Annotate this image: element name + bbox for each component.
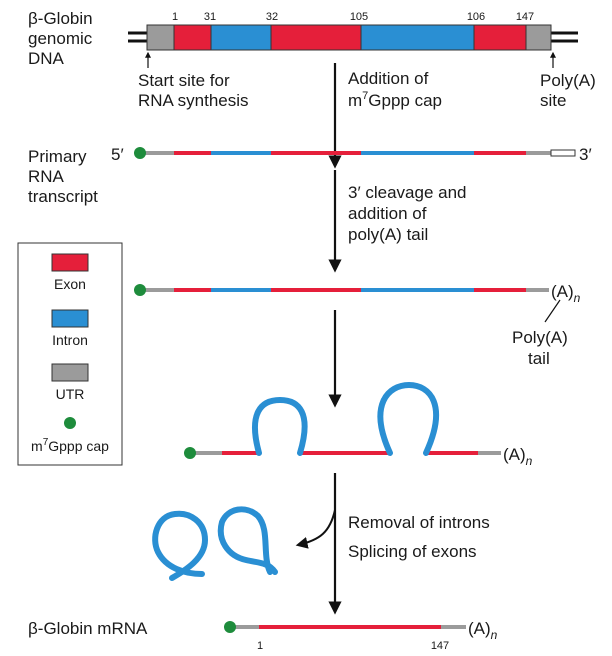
svg-text:1: 1 [172, 11, 178, 23]
svg-text:m7Gppp cap: m7Gppp cap [31, 437, 109, 454]
primary-transcript-label: Primary RNA transcript [28, 147, 98, 206]
dna-intron-2 [360, 24, 475, 51]
svg-text:site: site [540, 91, 566, 110]
svg-text:m7Gppp cap: m7Gppp cap [348, 90, 442, 110]
svg-text:Intron: Intron [52, 332, 88, 348]
legend: Exon Intron UTR m7Gppp cap [17, 242, 123, 466]
svg-text:31: 31 [204, 11, 216, 23]
svg-text:Start site for: Start site for [138, 71, 230, 90]
svg-text:genomic: genomic [28, 29, 93, 48]
svg-text:β-Globin: β-Globin [28, 9, 93, 28]
svg-text:(A)n: (A)n [551, 282, 581, 305]
cap-step-label: Addition of m7Gppp cap [348, 69, 442, 110]
primary-transcript: 5′ 3′ [111, 145, 592, 164]
svg-text:147: 147 [431, 640, 449, 652]
legend-exon-swatch [51, 253, 89, 272]
legend-utr-swatch [51, 363, 89, 382]
svg-text:(A)n: (A)n [503, 445, 533, 468]
svg-text:5′: 5′ [111, 145, 124, 164]
genomic-dna-label: β-Globin genomic DNA [28, 9, 93, 68]
splicing-step-label: Removal of introns Splicing of exons [348, 513, 490, 561]
svg-text:3′: 3′ [579, 145, 592, 164]
svg-text:UTR: UTR [56, 386, 85, 402]
svg-text:poly(A) tail: poly(A) tail [348, 225, 428, 244]
svg-text:DNA: DNA [28, 49, 65, 68]
dna-exon-3 [473, 24, 527, 51]
svg-text:tail: tail [528, 349, 550, 368]
polya-tail-label: Poly(A) tail [512, 299, 568, 368]
svg-text:Primary: Primary [28, 147, 87, 166]
svg-text:Splicing of exons: Splicing of exons [348, 542, 477, 561]
legend-cap-dot [64, 417, 76, 429]
svg-text:Exon: Exon [54, 276, 86, 292]
splicing-intermediate: (A)n [184, 381, 533, 468]
svg-text:147: 147 [516, 11, 534, 23]
svg-text:3′ cleavage and: 3′ cleavage and [348, 183, 467, 202]
dna-exon-1 [173, 24, 212, 51]
cleavage-step-label: 3′ cleavage and addition of poly(A) tail [348, 183, 467, 244]
mature-mrna: (A)n 1 147 [224, 619, 498, 652]
cap-dot [134, 147, 146, 159]
svg-text:1: 1 [257, 640, 263, 652]
arrow-intron-removal [295, 509, 336, 549]
polya-site-marker: Poly(A) site [540, 51, 596, 110]
intron-loop-2 [377, 381, 439, 456]
svg-text:106: 106 [467, 11, 485, 23]
svg-text:transcript: transcript [28, 187, 98, 206]
svg-text:Poly(A): Poly(A) [512, 328, 568, 347]
svg-text:Addition of: Addition of [348, 69, 429, 88]
svg-text:Removal of introns: Removal of introns [348, 513, 490, 532]
svg-text:Poly(A): Poly(A) [540, 71, 596, 90]
removed-introns [152, 506, 278, 581]
svg-text:addition of: addition of [348, 204, 427, 223]
svg-text:(A)n: (A)n [468, 619, 498, 642]
polyadenylated-transcript: (A)n [134, 282, 581, 305]
svg-text:105: 105 [350, 11, 368, 23]
svg-text:RNA: RNA [28, 167, 65, 186]
start-site-marker: Start site for RNA synthesis [138, 51, 249, 110]
dna-exon-2 [270, 24, 362, 51]
genomic-dna [128, 24, 578, 51]
dna-utr-5 [146, 24, 175, 51]
svg-text:RNA synthesis: RNA synthesis [138, 91, 249, 110]
dna-intron-1 [210, 24, 272, 51]
intron-loop-1 [252, 396, 308, 456]
legend-intron-swatch [51, 309, 89, 328]
svg-text:32: 32 [266, 11, 278, 23]
dna-utr-3 [525, 24, 552, 51]
mrna-label: β-Globin mRNA [28, 619, 148, 638]
position-numbers: 1 31 32 105 106 147 [172, 11, 534, 23]
